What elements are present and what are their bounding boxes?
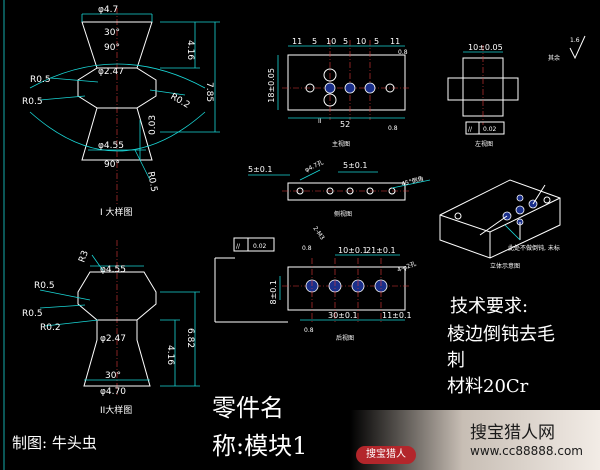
roughness-label: 其余 xyxy=(548,54,560,62)
watermark-url: www.cc88888.com xyxy=(470,444,583,458)
rear-view-r1: 0.8 xyxy=(302,245,312,252)
detail2-title: II大样图 xyxy=(100,404,132,416)
main-dim-left: 18±0.05 xyxy=(267,68,276,103)
part-name-line2: 称:模块1 xyxy=(212,432,308,460)
detail2-h2: 6.82 xyxy=(185,328,195,348)
rear-view-note2: 4-φ2孔 xyxy=(396,260,417,274)
iso-view-note: 此处不做倒钝, 未标 xyxy=(508,244,560,252)
left-view-title: 左视图 xyxy=(475,140,493,148)
detail1-angle-mid: 90° xyxy=(104,43,120,53)
rear-view-d-top: 10±0.1 xyxy=(338,246,368,255)
side-view-note2: 45°倒角 xyxy=(400,174,424,188)
detail2-dia-top: φ4.55 xyxy=(100,265,126,275)
detail1-h3: 0.03 xyxy=(148,115,158,135)
main-rough2: 0.8 xyxy=(388,125,398,132)
detail1-dia-mid: φ2.47 xyxy=(98,67,124,77)
detail2-r1: R0.5 xyxy=(34,281,55,291)
detail1-h2: 7.85 xyxy=(204,82,214,102)
detail1-dim-top: φ4.7 xyxy=(98,5,118,15)
main-rough1: 0.8 xyxy=(398,49,408,56)
detail1-h1: 4.16 xyxy=(185,40,195,60)
detail2-r3: R3 xyxy=(77,249,90,264)
main-dim-3: 5 xyxy=(343,37,348,46)
side-view-title: 侧视图 xyxy=(334,210,352,218)
detail-2: R3 φ4.55 R0.5 R0.5 R0.2 φ2.47 30° φ4.70 … xyxy=(22,240,200,416)
detail2-dia-bot: φ4.70 xyxy=(100,387,126,397)
left-view-dim-top: 10±0.05 xyxy=(468,43,503,52)
left-view-tol-sym: // xyxy=(468,126,473,133)
rear-view: // 0.02 0.8 0.8 10±0.1 21±0.1 8±0.1 30±0… xyxy=(214,225,417,342)
detail2-profile xyxy=(77,271,157,387)
roughness-value: 1.6 xyxy=(570,37,580,44)
main-view-title: 主视图 xyxy=(332,140,350,148)
side-view-d1: 5±0.1 xyxy=(248,165,273,174)
main-dim-6: 11 xyxy=(390,37,400,46)
part-name-line1: 零件名 xyxy=(212,394,284,422)
watermark-logo: 搜宝猎人 xyxy=(356,446,416,464)
rear-view-tol-sym: // xyxy=(236,243,241,250)
roughness-other: 1.6 其余 xyxy=(548,35,586,62)
rear-view-d-bot1: 30±0.1 xyxy=(328,311,358,320)
detail2-dia-mid: φ2.47 xyxy=(100,334,126,344)
detail1-r-right: R0.2 xyxy=(169,92,192,111)
detail1-r-bottom: R0.5 xyxy=(145,171,158,193)
side-view-note: φ4.7孔 xyxy=(303,158,324,173)
main-dim-2: 10 xyxy=(326,37,336,46)
rear-view-d-bot2: 11±0.1 xyxy=(382,311,412,320)
rear-view-r2: 0.8 xyxy=(304,327,314,334)
iso-view-title: 立体示意图 xyxy=(490,262,520,270)
rear-view-note: 2-M3 xyxy=(311,225,325,241)
detail2-h1: 4.16 xyxy=(165,345,175,365)
rear-view-title: 后视图 xyxy=(336,334,354,342)
detail1-angle-top: 30° xyxy=(104,28,120,38)
left-view: 10±0.05 // 0.02 左视图 xyxy=(447,43,519,148)
side-view-d2: 5±0.1 xyxy=(343,161,368,170)
main-dim-5: 5 xyxy=(374,37,379,46)
detail2-angle: 30° xyxy=(105,371,121,381)
detail1-r-left1: R0.5 xyxy=(30,75,51,85)
detail1-angle-low: 90° xyxy=(104,160,120,170)
watermark-name: 搜宝猎人网 xyxy=(470,423,555,443)
main-view-block xyxy=(287,54,406,111)
main-label-ii: II xyxy=(318,118,322,125)
tech-line3: 材料20Cr xyxy=(447,376,529,397)
detail1-r-left2: R0.5 xyxy=(22,97,43,107)
detail-1: φ4.7 30° 90° φ2.47 R0.5 R0.5 R0.2 φ4.55 … xyxy=(22,5,220,218)
main-dim-4: 10 xyxy=(356,37,366,46)
watermark: 搜宝猎人 搜宝猎人网 www.cc88888.com xyxy=(350,410,600,470)
tech-heading: 技术要求: xyxy=(450,296,529,317)
detail1-title: I 大样图 xyxy=(100,206,133,218)
detail2-r4: R0.2 xyxy=(40,323,61,333)
side-view: 5±0.1 5±0.1 φ4.7孔 45°倒角 侧视图 xyxy=(248,158,431,218)
main-dim-0: 11 xyxy=(292,37,302,46)
tech-line1: 棱边倒钝去毛 xyxy=(447,324,555,345)
rear-view-tol-val: 0.02 xyxy=(253,243,267,250)
main-dim-bottom: 52 xyxy=(340,120,350,129)
drafter-label: 制图: 牛头虫 xyxy=(12,434,97,452)
rear-view-d-top2: 21±0.1 xyxy=(366,246,396,255)
detail1-dia-low: φ4.55 xyxy=(98,141,124,151)
main-dim-1: 5 xyxy=(312,37,317,46)
iso-view: 此处不做倒钝, 未标 立体示意图 xyxy=(439,179,561,270)
tech-line2: 刺 xyxy=(447,350,465,371)
left-view-tol-val: 0.02 xyxy=(483,126,497,133)
detail2-r2: R0.5 xyxy=(22,309,43,319)
main-view: 11 5 10 5 10 5 11 18±0.05 52 II 0.8 0.8 … xyxy=(267,37,410,148)
rear-view-d-left: 8±0.1 xyxy=(269,280,278,305)
